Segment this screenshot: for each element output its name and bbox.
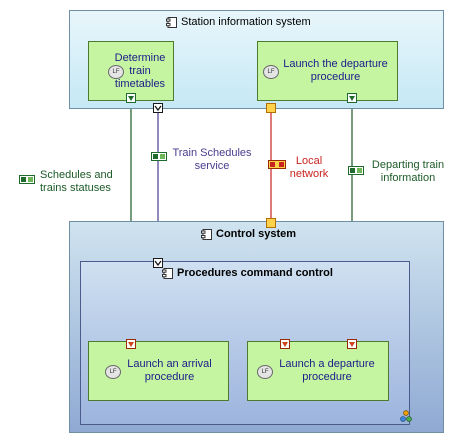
function-launch-an-arrival-procedure[interactable]: LF Launch an arrival procedure bbox=[88, 341, 229, 401]
logical-function-icon: LF bbox=[105, 365, 121, 379]
port-physical[interactable] bbox=[266, 103, 276, 113]
function-label: Launch a departure procedure bbox=[279, 358, 375, 383]
exchange-icon bbox=[19, 175, 35, 184]
function-launch-a-departure-procedure[interactable]: LF Launch a departure procedure bbox=[247, 341, 389, 401]
port-out-green[interactable] bbox=[126, 93, 136, 103]
logical-function-icon: LF bbox=[108, 65, 124, 79]
exchange-icon bbox=[268, 160, 286, 169]
component-icon bbox=[162, 267, 173, 279]
label-departing-train-information: Departing train information bbox=[371, 159, 445, 184]
function-label: Launch the departure procedure bbox=[283, 58, 388, 83]
port-physical[interactable] bbox=[266, 218, 276, 228]
port-service[interactable] bbox=[153, 258, 163, 268]
port-in[interactable] bbox=[126, 339, 136, 349]
label-train-schedules-service: Train Schedules service bbox=[172, 147, 252, 172]
label-local-network: Local network bbox=[289, 155, 329, 180]
exchange-icon bbox=[348, 166, 364, 175]
diagram-corner-icon bbox=[400, 410, 412, 422]
function-label: Determine train timetables bbox=[114, 51, 166, 90]
function-launch-the-departure-procedure[interactable]: LF Launch the departure procedure bbox=[257, 41, 398, 101]
control-title: Control system bbox=[201, 228, 296, 240]
logical-function-icon: LF bbox=[257, 365, 273, 379]
port-in[interactable] bbox=[280, 339, 290, 349]
port-out-green[interactable] bbox=[347, 93, 357, 103]
function-label: Launch an arrival procedure bbox=[127, 358, 212, 383]
label-schedules-and-trains-statuses: Schedules and trains statuses bbox=[40, 169, 113, 194]
exchange-icon bbox=[151, 152, 167, 161]
component-icon bbox=[166, 16, 177, 28]
port-service[interactable] bbox=[153, 103, 163, 113]
station-title: Station information system bbox=[166, 16, 311, 28]
logical-function-icon: LF bbox=[263, 65, 279, 79]
component-icon bbox=[201, 228, 212, 240]
function-determine-train-timetables[interactable]: LF Determine train timetables bbox=[88, 41, 174, 101]
port-in[interactable] bbox=[347, 339, 357, 349]
procedures-title: Procedures command control bbox=[162, 267, 333, 279]
